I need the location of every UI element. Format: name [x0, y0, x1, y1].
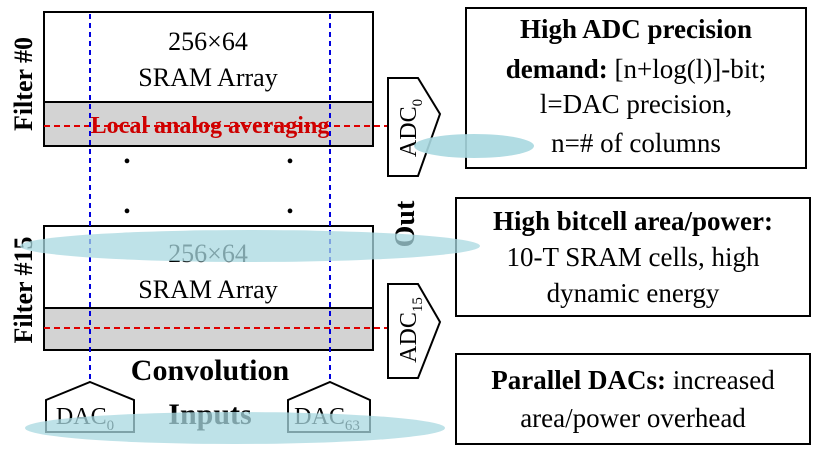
convolution-label: Convolution	[131, 354, 290, 387]
adc15-label: ADC15	[396, 297, 426, 363]
filter0-array-label: SRAM Array	[138, 63, 277, 92]
adc-callout-line4: n=# of columns	[551, 128, 721, 158]
ellipsis-dot: •	[123, 201, 130, 223]
filter0-side-label: Filter #0	[9, 37, 38, 131]
adc-callout-line3: l=DAC precision,	[540, 89, 732, 119]
adc15-block	[387, 283, 442, 379]
bitcell-callout-line3: dynamic energy	[547, 278, 720, 308]
bitcell-highlight-ellipse	[20, 230, 480, 262]
filter0-array-box	[43, 11, 374, 103]
bitcell-callout-line1: High bitcell area/power:	[493, 206, 773, 236]
ellipsis-dot: •	[286, 201, 293, 223]
adc-highlight-ellipse	[414, 134, 534, 158]
bitcell-callout-line2: 10-T SRAM cells, high	[506, 242, 760, 272]
ellipsis-dot: •	[123, 151, 130, 173]
filter0-averaging-band	[43, 101, 374, 147]
filter0-array-size: 256×64	[168, 27, 248, 56]
dac-highlight-ellipse	[25, 412, 445, 444]
dac-callout-line1: Parallel DACs: increased	[491, 365, 775, 395]
adc-callout-line2: demand: [n+log(l)]-bit;	[506, 54, 766, 84]
dac-callout	[455, 353, 811, 445]
ellipsis-dot: •	[286, 151, 293, 173]
dac-callout-line2: area/power overhead	[520, 403, 746, 433]
filter15-side-label: Filter #15	[9, 236, 38, 343]
filter15-array-label: SRAM Array	[138, 275, 277, 304]
bitcell-callout	[455, 197, 811, 317]
adc-callout-line1: High ADC precision	[520, 14, 752, 44]
